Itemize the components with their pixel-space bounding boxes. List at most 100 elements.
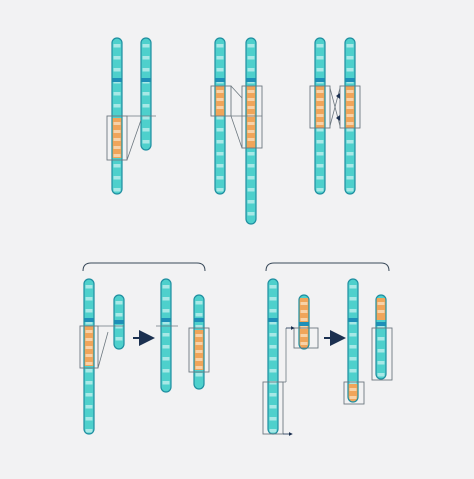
chromosome-band — [316, 176, 324, 180]
chromosome-band — [142, 140, 150, 144]
chromosome-band — [247, 44, 255, 48]
connector-line — [230, 115, 243, 149]
centromere — [141, 78, 151, 82]
chromosome-br-3 — [347, 278, 359, 403]
orange-band — [349, 388, 357, 391]
chromosome-band — [216, 152, 224, 156]
chromosome-body — [246, 38, 256, 224]
orange-band — [216, 98, 224, 101]
centromere — [84, 318, 94, 322]
chromosome-band — [162, 381, 170, 385]
chromosome-band — [162, 309, 170, 313]
connector-line — [97, 331, 109, 369]
chromosome-band — [269, 429, 277, 433]
chromosome-band — [349, 285, 357, 289]
chromosome-body — [84, 279, 94, 434]
chromosome-band — [195, 313, 203, 317]
orange-band — [247, 90, 255, 93]
chromosome-band — [85, 381, 93, 385]
chromosome-band — [142, 56, 150, 60]
chromosome-bl-4 — [193, 294, 205, 390]
chromosome-outline — [344, 37, 356, 195]
centromere — [215, 78, 225, 82]
orange-band — [377, 310, 385, 313]
chromosome-band — [269, 345, 277, 349]
orange-band — [113, 146, 121, 149]
orange-band — [247, 122, 255, 125]
chromosome-band — [216, 140, 224, 144]
chromosome-top-2b — [245, 37, 257, 225]
chromosome-band — [195, 325, 203, 329]
chromosome-band — [269, 285, 277, 289]
connector-line — [230, 85, 243, 99]
orange-band — [195, 358, 203, 361]
chromosome-band — [85, 321, 93, 325]
chromosome-band — [346, 176, 354, 180]
chromosome-outline — [314, 37, 326, 195]
chromosome-band — [346, 128, 354, 132]
chromosome-band — [216, 44, 224, 48]
chromosome-top-1b — [140, 37, 152, 151]
chromosome-body — [315, 38, 325, 194]
chromosome-band — [269, 357, 277, 361]
small-arrow-icon — [336, 93, 340, 99]
chromosome-bl-1 — [83, 278, 95, 435]
chromosome-band — [247, 188, 255, 192]
orange-band — [300, 326, 308, 329]
orange-band — [300, 302, 308, 305]
connector-line — [126, 119, 142, 161]
centromere — [299, 322, 309, 326]
chromosome-band — [247, 56, 255, 60]
chromosome-band — [115, 337, 123, 341]
chromosome-band — [269, 405, 277, 409]
orange-band — [300, 310, 308, 313]
chromosome-band — [269, 393, 277, 397]
orange-band — [346, 90, 354, 93]
chromosome-band — [269, 309, 277, 313]
chromosome-band — [316, 152, 324, 156]
chromosome-band — [85, 405, 93, 409]
orange-band — [195, 334, 203, 337]
orange-band — [377, 302, 385, 305]
orange-band — [300, 334, 308, 337]
chromosome-outline — [193, 294, 205, 390]
chromosome-band — [162, 333, 170, 337]
orange-band — [195, 342, 203, 345]
highlight-box — [106, 115, 128, 161]
chromosome-band — [113, 44, 121, 48]
chromosome-body — [299, 295, 309, 349]
chromosome-band — [247, 152, 255, 156]
chromosome-band — [142, 92, 150, 96]
chromosome-band — [349, 345, 357, 349]
chromosome-band — [162, 357, 170, 361]
chromosome-band — [162, 321, 170, 325]
orange-band — [113, 154, 121, 157]
chromosome-band — [346, 188, 354, 192]
chromosome-body — [194, 295, 204, 389]
highlight-box — [371, 327, 393, 381]
highlight-box — [309, 85, 331, 129]
highlight-box — [79, 325, 99, 369]
chromosome-band — [85, 393, 93, 397]
chromosome-band — [195, 301, 203, 305]
orange-band — [216, 106, 224, 109]
orange-segment — [348, 384, 358, 402]
chromosome-band — [162, 345, 170, 349]
chromosome-band — [216, 68, 224, 72]
orange-band — [247, 114, 255, 117]
chromosome-band — [316, 44, 324, 48]
chromosome-band — [115, 301, 123, 305]
orange-segment — [376, 298, 386, 320]
centromere — [315, 78, 325, 82]
chromosome-band — [113, 164, 121, 168]
chromosome-bl-2 — [113, 294, 125, 350]
chromosome-band — [349, 381, 357, 385]
chromosome-outline — [83, 278, 95, 435]
chromosome-outline — [160, 278, 172, 393]
centromere — [114, 320, 124, 324]
chromosome-band — [115, 313, 123, 317]
chromosome-band — [269, 381, 277, 385]
chromosome-band — [85, 309, 93, 313]
chromosome-band — [85, 417, 93, 421]
